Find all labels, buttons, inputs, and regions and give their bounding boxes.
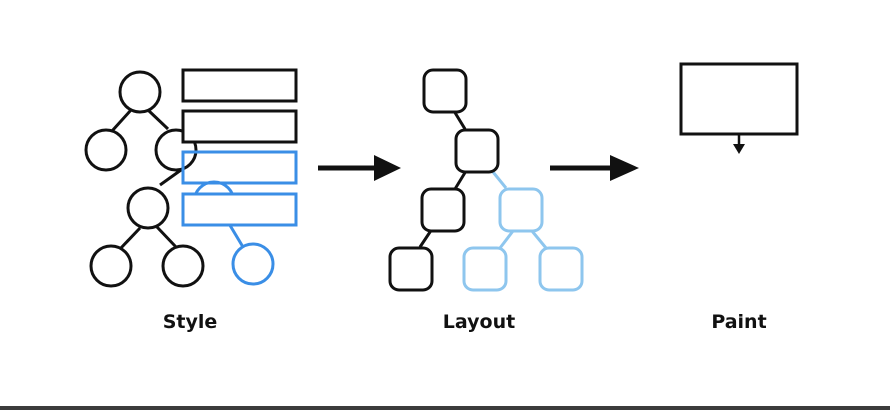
stage-label-layout: Layout — [443, 311, 515, 333]
style-node-leaf-highlight — [231, 242, 275, 286]
style-node-leaf-left — [89, 244, 133, 288]
style-node-leaf-middle — [161, 244, 205, 288]
style-stage: Style — [84, 68, 298, 333]
layout-node-highlight-leaf — [462, 246, 508, 292]
layout-node-leaf — [388, 246, 434, 292]
style-tree-edges — [110, 108, 182, 251]
style-rule-box-highlight — [181, 192, 298, 227]
style-node-left — [84, 128, 128, 172]
bottom-divider — [0, 406, 890, 410]
layout-node-highlight-leaf — [538, 246, 584, 292]
style-rule-box-highlight — [181, 150, 298, 185]
layout-node-second — [454, 128, 500, 174]
layout-node-third — [420, 187, 466, 233]
layout-stage: Layout — [388, 68, 584, 333]
stage-label-style: Style — [163, 311, 218, 333]
paint-canvas-box — [679, 62, 799, 136]
style-node-middle — [126, 186, 170, 230]
style-rule-box — [181, 68, 298, 103]
style-node-root — [118, 70, 162, 114]
paint-stage: Paint — [679, 62, 799, 333]
layout-tree-edges-highlight — [491, 171, 548, 249]
style-rule-box — [181, 109, 298, 144]
layout-node-root — [422, 68, 468, 114]
layout-node-highlight — [498, 187, 544, 233]
arrow-right-icon — [550, 155, 639, 181]
cursor-arrow-down-icon — [733, 134, 745, 154]
stage-label-paint: Paint — [711, 311, 766, 333]
arrow-right-icon — [318, 155, 401, 181]
